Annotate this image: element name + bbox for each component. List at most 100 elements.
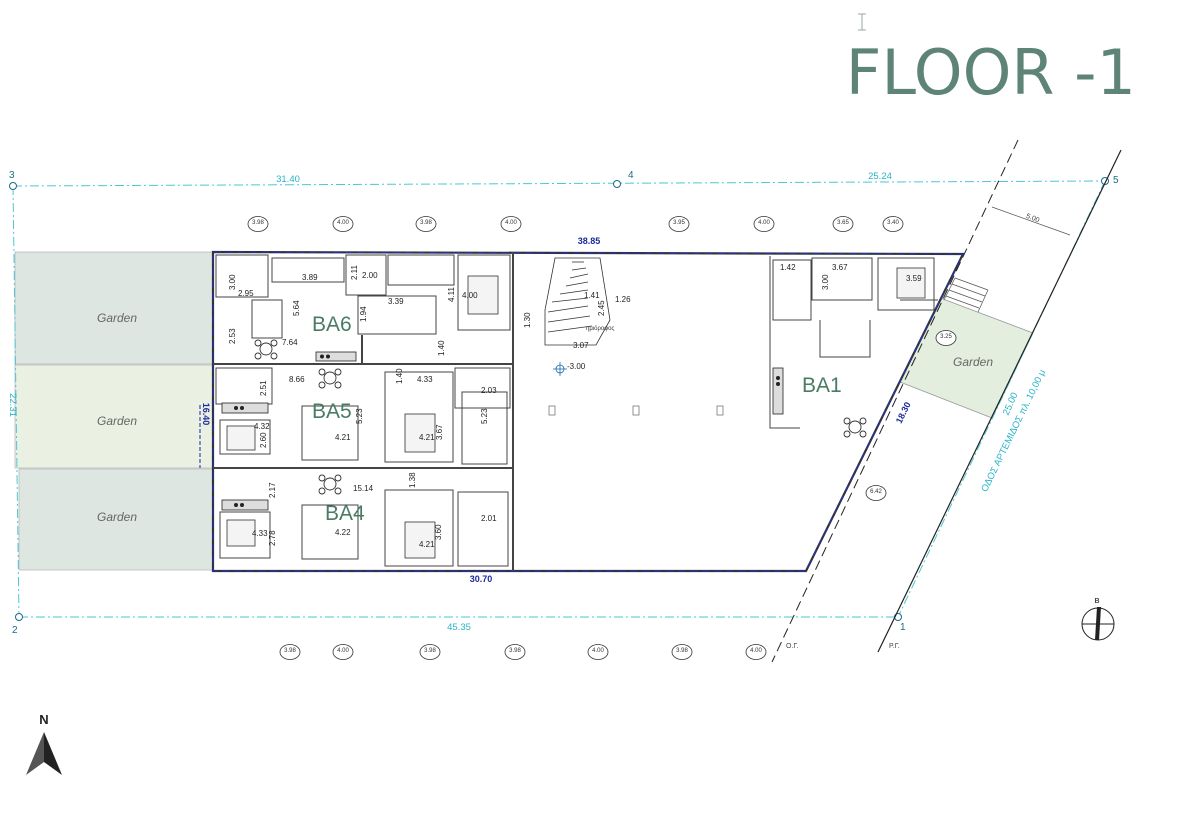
beds bbox=[226, 267, 926, 559]
column-pill: 4.00 bbox=[500, 216, 522, 232]
svg-text:3.98: 3.98 bbox=[284, 648, 296, 654]
stairs-dim: 3.07 bbox=[573, 341, 589, 350]
room-dim: 2.78 bbox=[268, 530, 277, 546]
room-dim: 1.38 bbox=[408, 472, 417, 488]
table-ba4 bbox=[318, 474, 342, 495]
garden-area-ba6 bbox=[14, 251, 214, 365]
column-pill: 3.98 bbox=[419, 644, 441, 660]
room-dim: 3.67 bbox=[435, 424, 444, 440]
page-title: FLOOR -1 bbox=[846, 36, 1136, 109]
svg-text:3.40: 3.40 bbox=[887, 220, 899, 226]
dim-bottom: 45.35 bbox=[447, 622, 471, 633]
column-pill: 4.00 bbox=[753, 216, 775, 232]
kitchens bbox=[221, 351, 784, 511]
svg-text:3.25: 3.25 bbox=[940, 334, 952, 340]
svg-text:3.98: 3.98 bbox=[424, 648, 436, 654]
north-arrow-icon: N bbox=[26, 712, 62, 775]
interior-walls bbox=[213, 252, 938, 571]
dim-building-top: 38.85 bbox=[578, 236, 601, 246]
column-pill: 3.98 bbox=[504, 644, 526, 660]
table-ba6 bbox=[254, 339, 278, 360]
room-dim: 4.21 bbox=[419, 433, 435, 442]
kitchen-counter-ba4 bbox=[221, 499, 269, 511]
grid-axes: 3 4 5 2 1 bbox=[9, 170, 1119, 636]
stairs: 1.41 1.26 2.45 1.30 3.07 ημιόροφος bbox=[523, 257, 631, 350]
parking-columns: -3.00 bbox=[548, 362, 724, 416]
room-dim: 3.00 bbox=[228, 274, 237, 290]
grid-marker-3 bbox=[9, 182, 17, 190]
room-dim: 1.94 bbox=[359, 306, 368, 322]
room-dim: 2.01 bbox=[481, 514, 497, 523]
room-dimensions: 3.00 2.95 3.89 2.11 2.00 3.39 5.64 4.11 … bbox=[228, 263, 922, 549]
column-pill: 4.00 bbox=[332, 216, 354, 232]
svg-text:4.00: 4.00 bbox=[337, 648, 349, 654]
grid-axis-label: 5 bbox=[1113, 175, 1119, 186]
room-dim: 5.23 bbox=[355, 408, 364, 424]
room-dim: 15.14 bbox=[353, 484, 374, 493]
grid-axis-label: 2 bbox=[12, 625, 18, 636]
room-dim: 1.40 bbox=[395, 368, 404, 384]
building-line-og bbox=[771, 139, 1019, 663]
grid-marker-2 bbox=[15, 613, 23, 621]
room-dim: 2.00 bbox=[362, 271, 378, 280]
dim-building-right: 18.30 bbox=[894, 400, 913, 425]
column-markers-right: 3.25 6.42 bbox=[865, 330, 957, 501]
svg-text:4.00: 4.00 bbox=[337, 220, 349, 226]
room-dim: 2.51 bbox=[259, 380, 268, 396]
building-outline: 38.85 30.70 16.40 18.30 bbox=[201, 236, 965, 584]
room-dim: 2.60 bbox=[259, 432, 268, 448]
garden-label: Garden bbox=[953, 355, 993, 369]
building-dim-outline bbox=[212, 251, 964, 572]
unit-label-ba1: BA1 bbox=[802, 374, 842, 397]
svg-text:4.00: 4.00 bbox=[505, 220, 517, 226]
room-dim: 1.42 bbox=[780, 263, 796, 272]
room-dim: 2.17 bbox=[268, 482, 277, 498]
garden-label: Garden bbox=[97, 311, 137, 325]
svg-text:3.98: 3.98 bbox=[676, 648, 688, 654]
dim-left-side: 22.31 bbox=[7, 393, 18, 417]
plot-boundary-top bbox=[12, 180, 1106, 187]
column-pill: 4.00 bbox=[332, 644, 354, 660]
svg-text:4.00: 4.00 bbox=[758, 220, 770, 226]
room-dim: 2.53 bbox=[228, 328, 237, 344]
column-pill: 3.98 bbox=[247, 216, 269, 232]
kitchen-counter-ba1 bbox=[772, 367, 784, 415]
grid-axis-label: 3 bbox=[9, 170, 15, 181]
kitchen-counter-ba5 bbox=[221, 402, 269, 414]
room-dim: 5.64 bbox=[292, 300, 301, 316]
svg-text:3.98: 3.98 bbox=[252, 220, 264, 226]
corridor-dim: 1.40 bbox=[437, 340, 446, 356]
dim-top-right: 25.24 bbox=[868, 171, 892, 182]
stair-label: ημιόροφος bbox=[586, 325, 614, 332]
room-dim: 2.03 bbox=[481, 386, 497, 395]
svg-text:4.00: 4.00 bbox=[592, 648, 604, 654]
garden-label: Garden bbox=[97, 414, 137, 428]
unit-labels: BA6 BA5 BA4 BA1 bbox=[312, 313, 842, 525]
unit-label-ba5: BA5 bbox=[312, 400, 352, 423]
dim-top-left: 31.40 bbox=[276, 174, 300, 185]
garden-area-ba5 bbox=[14, 364, 214, 469]
room-dim: 7.64 bbox=[282, 338, 298, 347]
label-og: Ο.Γ. bbox=[786, 643, 798, 650]
compass-label: B bbox=[1094, 598, 1099, 605]
room-dim: 3.39 bbox=[388, 297, 404, 306]
column-pill: 3.98 bbox=[279, 644, 301, 660]
room-dim: 3.59 bbox=[906, 274, 922, 283]
svg-text:3.98: 3.98 bbox=[420, 220, 432, 226]
grid-axis-label: 1 bbox=[900, 622, 906, 633]
column-pill: 4.00 bbox=[587, 644, 609, 660]
room-dim: 2.95 bbox=[238, 289, 254, 298]
column-pill: 6.42 bbox=[865, 485, 887, 501]
grid-marker-4 bbox=[613, 180, 621, 188]
grid-axis-label: 4 bbox=[628, 170, 634, 181]
garden-steps bbox=[943, 277, 989, 313]
table-ba1 bbox=[843, 417, 867, 438]
stairs-dim: 1.30 bbox=[523, 312, 532, 328]
room-dim: 8.66 bbox=[289, 375, 305, 384]
gardens: Garden Garden Garden Garden bbox=[14, 251, 1034, 571]
stairs-dim: 2.45 bbox=[597, 300, 606, 316]
room-dim: 3.67 bbox=[832, 263, 848, 272]
street-width-line bbox=[991, 206, 1071, 236]
room-dim: 3.89 bbox=[302, 273, 318, 282]
